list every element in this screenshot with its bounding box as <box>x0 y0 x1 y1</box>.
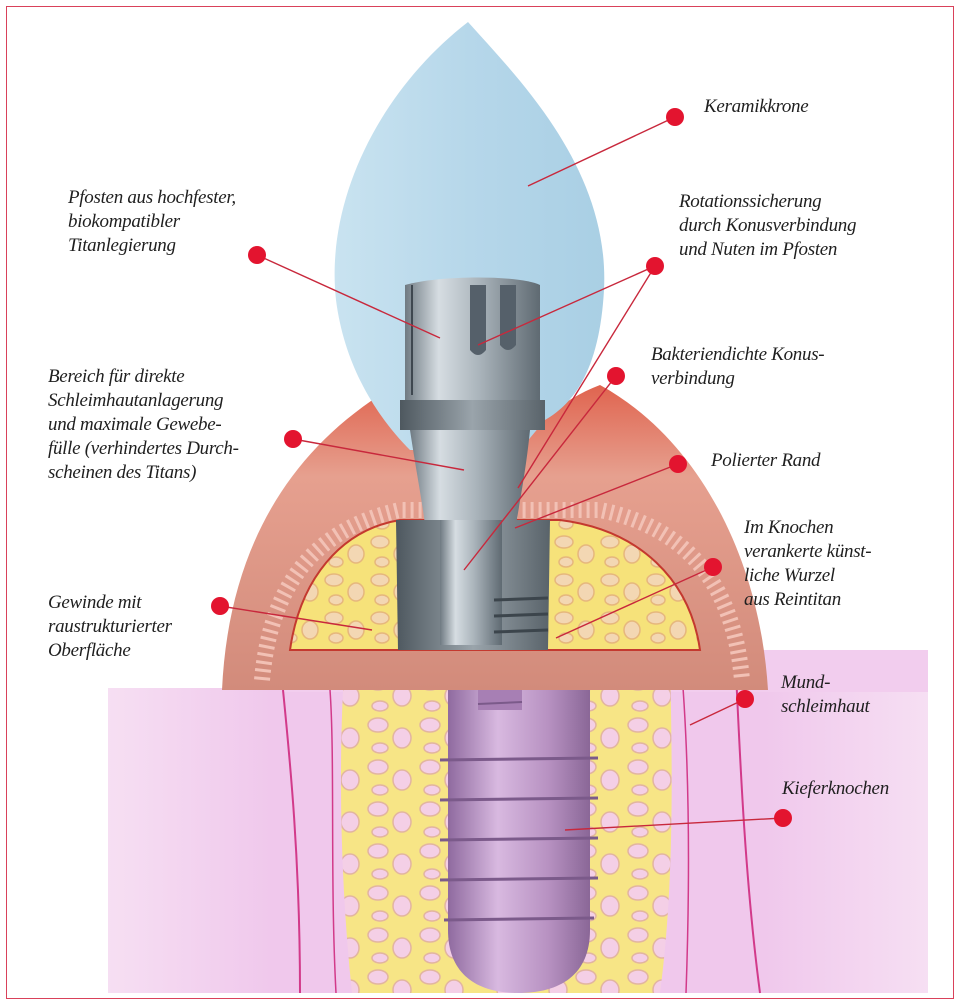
titanium-root <box>396 520 550 650</box>
marker-pfosten <box>248 246 266 264</box>
marker-gewinde <box>211 597 229 615</box>
marker-polierter-rand <box>669 455 687 473</box>
marker-mundschleimhaut <box>736 690 754 708</box>
label-mundschleimhaut: Mund- schleimhaut <box>781 671 870 719</box>
marker-keramikkrone <box>666 108 684 126</box>
label-bereich: Bereich für direkte Schleimhautanlagerun… <box>48 365 239 485</box>
label-im-knochen: Im Knochen verankerte künst- liche Wurze… <box>744 516 871 612</box>
label-keramikkrone: Keramikkrone <box>704 95 808 119</box>
label-polierter-rand: Polierter Rand <box>711 449 820 473</box>
marker-rotationssicherung <box>646 257 664 275</box>
marker-bereich <box>284 430 302 448</box>
label-pfosten: Pfosten aus hochfester, biokompatibler T… <box>68 186 236 258</box>
marker-im-knochen <box>704 558 722 576</box>
label-kieferknochen: Kieferknochen <box>782 777 889 801</box>
label-gewinde: Gewinde mit raustrukturierter Oberfläche <box>48 591 172 663</box>
label-bakteriendicht: Bakteriendichte Konus- verbindung <box>651 343 824 391</box>
marker-kieferknochen <box>774 809 792 827</box>
label-rotationssicherung: Rotationssicherung durch Konusverbindung… <box>679 190 856 262</box>
marker-bakteriendicht <box>607 367 625 385</box>
